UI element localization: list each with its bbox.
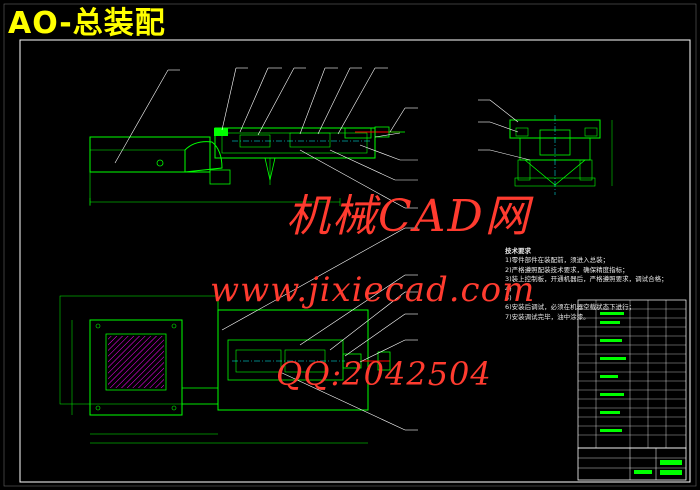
watermark-line-3: QQ:2042504 (276, 355, 492, 393)
note-item: 5) (505, 294, 512, 303)
note-item: 6)安装后调试，必须在机器空载状态下进行； (505, 303, 636, 312)
note-item: 3)装上控制板，开通机器后，严格遵照要求，调试合格； (505, 275, 668, 284)
note-item: 1)零件部件在装配前，须进入总装； (505, 256, 610, 265)
note-item: 7)安装调试完毕，油中涂漆。 (505, 312, 590, 321)
outer-frame (19, 39, 691, 483)
side-view-top (478, 99, 613, 195)
note-item: 4) (505, 284, 512, 293)
inner-frame (3, 3, 697, 487)
title-block (577, 447, 687, 481)
parts-list-table (577, 299, 687, 449)
notes-heading: 技术要求 (505, 247, 531, 255)
technical-notes: 技术要求 1)零件部件在装配前，须进入总装； 2)严格遵照配装技术要求，确保精度… (505, 247, 695, 322)
watermark-line-1: 机械CAD网 (286, 191, 531, 242)
watermark-line-2: www.jixiecad.com (210, 270, 536, 310)
note-item: 2)严格遵照配装技术要求，确保精度指标； (505, 265, 629, 274)
drawing-title: AO-总装配 (8, 6, 166, 41)
plan-view-bottom (59, 227, 418, 444)
front-view-top (89, 67, 418, 209)
